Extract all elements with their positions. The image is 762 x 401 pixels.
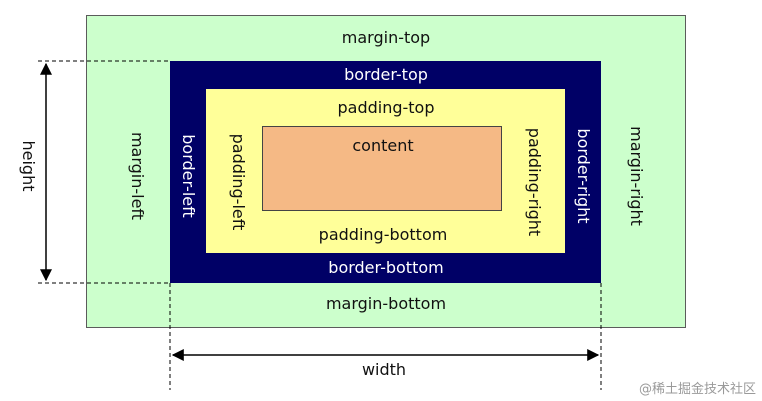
margin-left-label: margin-left [128,131,147,221]
border-left-label: border-left [179,134,198,218]
width-label: width [361,360,407,379]
margin-right-label: margin-right [627,126,646,226]
border-bottom-label: border-bottom [328,258,444,277]
padding-left-label: padding-left [229,133,248,231]
padding-right-label: padding-right [525,127,544,237]
height-label: height [19,140,38,192]
content-label: content [352,136,414,155]
watermark-text: @稀土掘金技术社区 [638,382,756,397]
border-top-label: border-top [344,65,428,84]
border-right-label: border-right [574,128,593,224]
margin-top-label: margin-top [341,28,431,47]
padding-top-label: padding-top [337,98,435,117]
padding-bottom-label: padding-bottom [318,225,448,244]
margin-bottom-label: margin-bottom [325,294,447,313]
content-area [262,126,502,211]
